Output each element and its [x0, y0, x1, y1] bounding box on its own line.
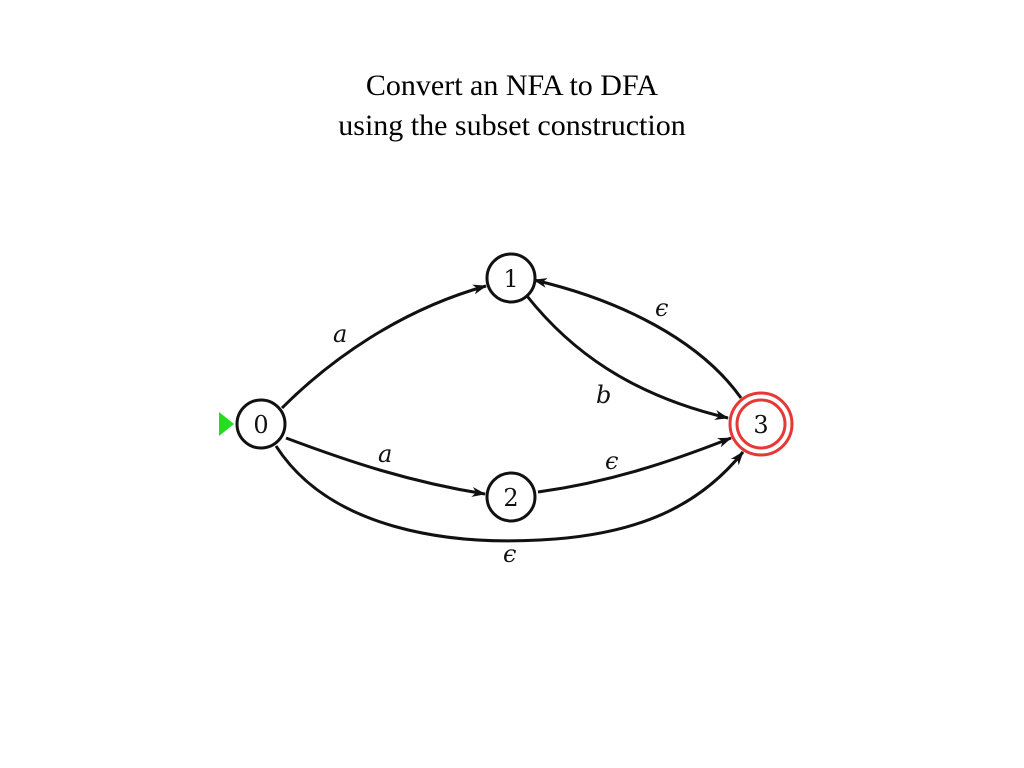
transition-3-1	[533, 278, 743, 399]
transition-label-3-1: ϵ	[655, 294, 668, 322]
transition-0-2	[285, 436, 486, 497]
transition-label-2-3: ϵ	[605, 447, 618, 475]
state-label-1: 1	[503, 265, 518, 293]
state-label-2: 2	[503, 484, 518, 512]
transition-1-3	[525, 295, 729, 420]
state-1: 1	[485, 252, 537, 304]
transition-0-1	[280, 284, 487, 410]
transition-label-0-1: a	[333, 320, 347, 348]
transition-label-1-3: b	[596, 381, 611, 409]
start-marker-icon	[219, 412, 234, 436]
state-2: 2	[485, 471, 537, 523]
transition-2-3	[537, 436, 732, 494]
transition-label-0-2: a	[378, 440, 392, 468]
state-3-accepting: 3	[728, 391, 794, 457]
title-line-2: using the subset construction	[338, 109, 686, 142]
state-label-3: 3	[753, 411, 768, 439]
transition-label-0-3: ϵ	[503, 540, 516, 568]
title-line-1: Convert an NFA to DFA	[365, 69, 659, 102]
state-0: 0	[235, 398, 287, 450]
transition-0-3	[274, 445, 745, 543]
state-label-0: 0	[253, 411, 268, 439]
slide-title: Convert an NFA to DFA using the subset c…	[0, 66, 1024, 146]
